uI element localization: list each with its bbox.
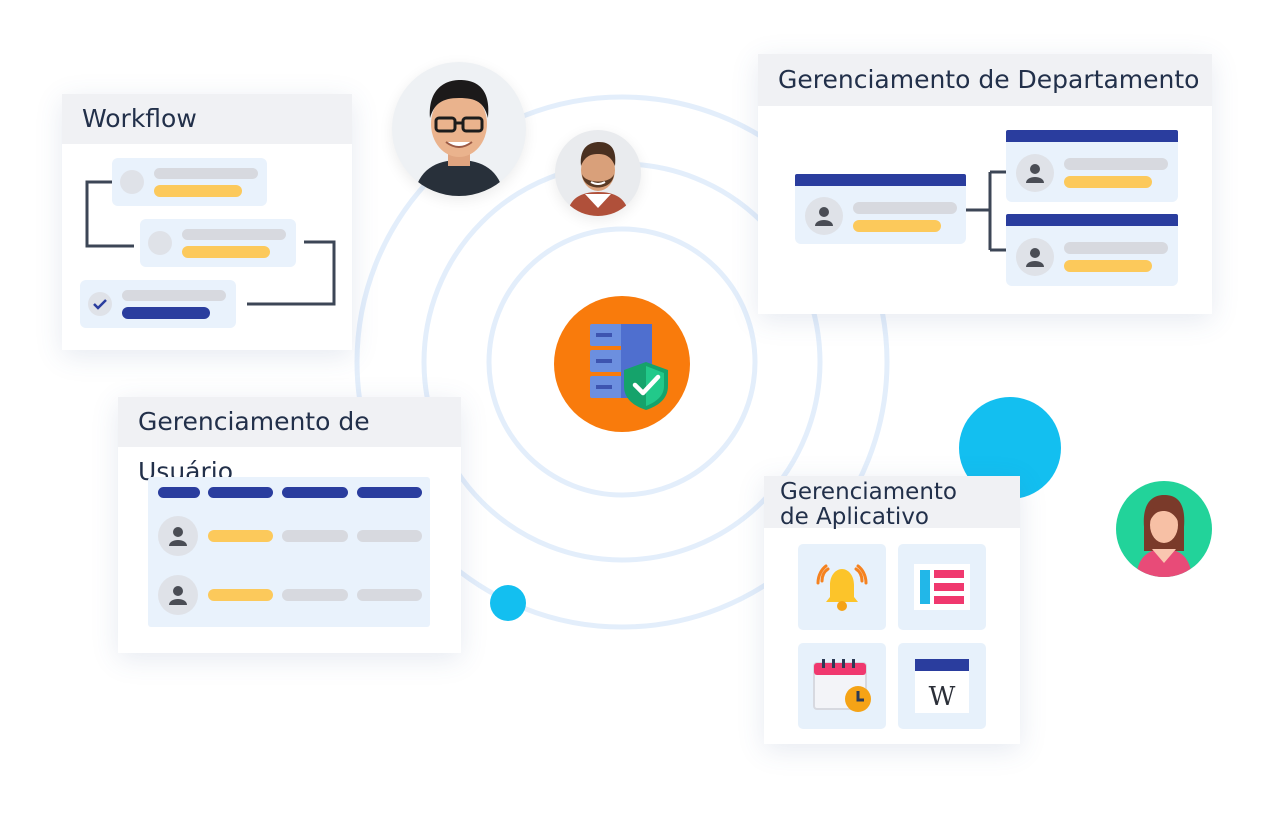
wiki-icon[interactable]: W bbox=[898, 643, 986, 729]
org-node-child-1 bbox=[1006, 130, 1178, 202]
user-icon bbox=[805, 197, 843, 235]
workflow-card-title: Workflow bbox=[62, 94, 352, 144]
user-card-title: Gerenciamento de Usuário bbox=[118, 397, 461, 486]
workflow-step-3 bbox=[80, 280, 236, 328]
department-card-title: Gerenciamento de Departamento bbox=[758, 54, 1212, 106]
org-node-root bbox=[795, 174, 966, 244]
user-table bbox=[148, 477, 430, 627]
person-beard-avatar bbox=[555, 130, 641, 216]
org-node-child-2 bbox=[1006, 214, 1178, 286]
app-card: Gerenciamento de Aplicativo bbox=[764, 476, 1020, 744]
user-icon bbox=[158, 516, 198, 556]
user-card: Gerenciamento de Usuário bbox=[118, 397, 461, 653]
form-builder-icon[interactable] bbox=[898, 544, 986, 630]
workflow-step-2 bbox=[140, 219, 296, 267]
decor-cyan-dot bbox=[490, 585, 526, 621]
check-icon bbox=[88, 292, 112, 316]
person-woman-avatar bbox=[1116, 481, 1212, 577]
workflow-step-1 bbox=[112, 158, 267, 206]
bell-icon[interactable] bbox=[798, 544, 886, 630]
central-hub bbox=[554, 296, 690, 432]
person-glasses-avatar bbox=[392, 62, 526, 196]
workflow-connectors bbox=[85, 180, 336, 306]
org-connectors bbox=[966, 170, 1006, 252]
user-icon bbox=[158, 575, 198, 615]
user-icon bbox=[1016, 154, 1054, 192]
server-shield-icon bbox=[590, 324, 668, 410]
calendar-clock-icon[interactable] bbox=[798, 643, 886, 729]
department-card: Gerenciamento de Departamento bbox=[758, 54, 1212, 314]
decor-cyan-circle bbox=[959, 397, 1061, 499]
user-icon bbox=[1016, 238, 1054, 276]
workflow-card: Workflow bbox=[62, 94, 352, 350]
app-card-title: Gerenciamento de Aplicativo bbox=[764, 476, 1020, 530]
svg-text:W: W bbox=[929, 682, 956, 712]
